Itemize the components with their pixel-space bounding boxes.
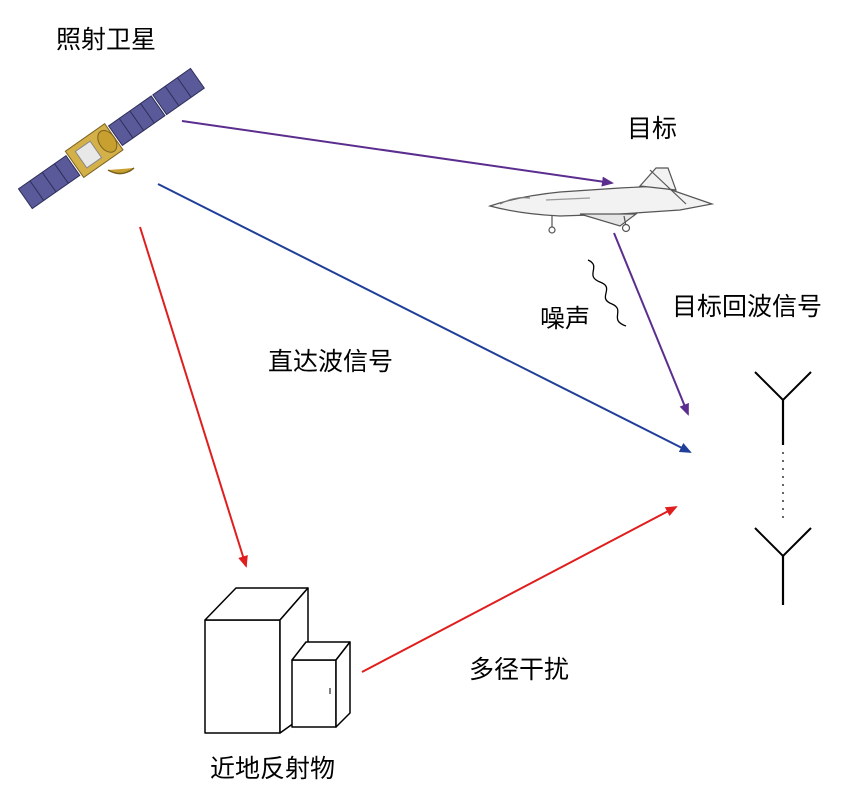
building-icon [204,587,351,734]
noise-squiggle-icon [587,259,627,327]
satellite-icon [17,67,205,210]
satellite-label: 照射卫星 [56,25,157,54]
antenna-array-icon [754,371,812,605]
multipath-label: 多径干扰 [469,655,570,684]
target-echo-arrow [613,232,689,416]
fighter-jet-icon [487,167,715,234]
direct-path-arrow [157,183,692,453]
satellite-to-target-arrow [181,120,614,187]
target-label: 目标 [627,114,678,143]
echo-signal-label: 目标回波信号 [672,292,823,321]
reflector-label: 近地反射物 [210,754,336,783]
satellite-to-reflector-arrow [139,226,248,568]
multipath-arrow [361,506,678,673]
direct-signal-label: 直达波信号 [268,347,394,376]
noise-label: 噪声 [540,304,591,333]
